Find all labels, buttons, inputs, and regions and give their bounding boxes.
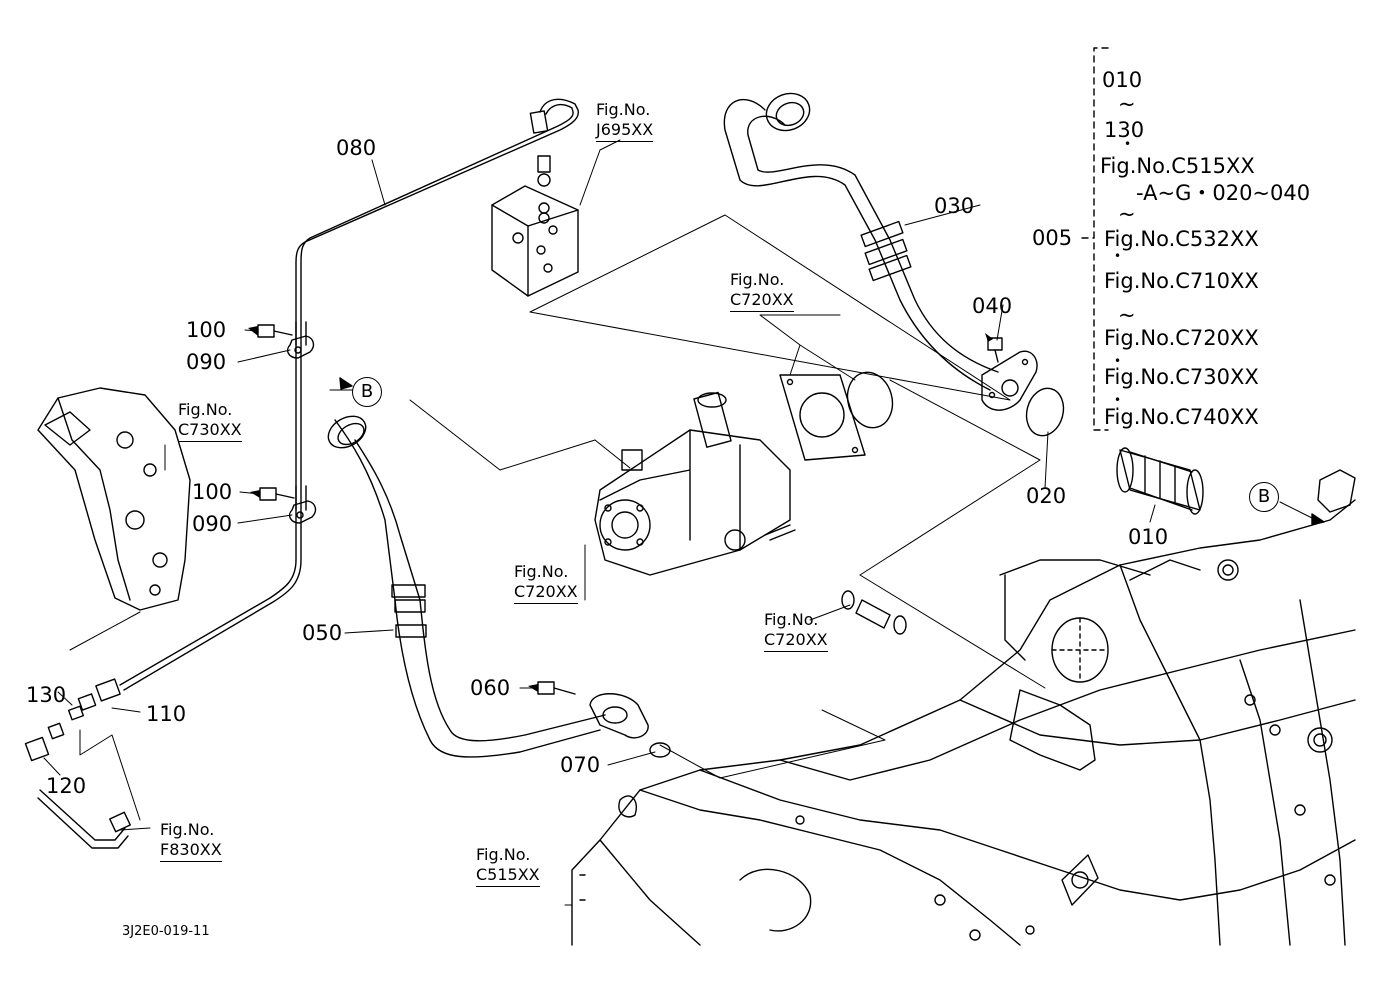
ref-c515-prefix: Fig.No. [476, 845, 531, 864]
gear-case-c730 [37, 387, 191, 611]
assembly-list-line-3: 130 [1104, 118, 1145, 142]
arrows [248, 326, 1325, 692]
assembly-list-line-6: ~ [1118, 202, 1136, 226]
assembly-list-line-2: ~ [1118, 92, 1136, 116]
ref-c720-mid: Fig.No. C720XX [514, 562, 578, 604]
drawing-code: 3J2E0-019-11 [122, 924, 210, 939]
ref-c720-low-code: C720XX [764, 630, 828, 652]
bolt-100-upper [257, 324, 293, 338]
assembly-list-line-4: Fig.No.C515XX [1100, 154, 1255, 178]
ref-c515-code: C515XX [476, 865, 540, 887]
assembly-list-line-1: 010 [1102, 68, 1143, 92]
hose-050 [327, 415, 606, 758]
label-part-090-upper: 090 [186, 350, 227, 374]
pump-assembly [594, 391, 796, 576]
ref-c720-mid-code: C720XX [514, 582, 578, 604]
label-part-100-lower: 100 [192, 480, 233, 504]
list-dot-4: • [1114, 393, 1122, 407]
connector-flange [589, 693, 649, 739]
ref-c720-low-prefix: Fig.No. [764, 610, 819, 629]
ref-c730-code: C730XX [178, 420, 242, 442]
assembly-list-line-7: Fig.No.C532XX [1104, 227, 1259, 251]
ref-j695-prefix: Fig.No. [596, 100, 651, 119]
bolt-060 [537, 681, 576, 695]
label-part-040: 040 [972, 294, 1013, 318]
label-part-005: 005 [1032, 226, 1073, 250]
label-part-070: 070 [560, 753, 601, 777]
label-part-080: 080 [336, 136, 377, 160]
label-part-120: 120 [46, 774, 87, 798]
union-130 [47, 705, 85, 740]
label-part-060: 060 [470, 676, 511, 700]
label-part-010: 010 [1128, 525, 1169, 549]
hose-030 [723, 92, 999, 391]
list-dot-1: • [1124, 137, 1132, 151]
ref-j695-code: J695XX [596, 120, 654, 142]
ref-c720-top-prefix: Fig.No. [730, 270, 785, 289]
ref-j695: Fig.No. J695XX [596, 100, 654, 142]
pipe-080-fitting [529, 110, 551, 224]
valve-block [491, 185, 579, 297]
list-dot-2: • [1114, 249, 1122, 263]
coupler-c720 [841, 590, 907, 635]
leader-lines [43, 139, 1321, 906]
marker-b-left: B [352, 377, 382, 407]
label-part-050: 050 [302, 621, 343, 645]
ref-c720-mid-prefix: Fig.No. [514, 562, 569, 581]
gasket-c720 [779, 374, 866, 461]
marker-b-right: B [1249, 482, 1279, 512]
ref-c515: Fig.No. C515XX [476, 845, 540, 887]
filter-010 [1116, 447, 1204, 515]
ref-f830-code: F830XX [160, 840, 222, 862]
pipe-f830 [37, 789, 131, 849]
label-part-020: 020 [1026, 484, 1067, 508]
label-part-110: 110 [146, 702, 187, 726]
flange-030 [981, 350, 1038, 411]
o-ring-020 [1025, 387, 1065, 437]
label-part-130: 130 [26, 683, 67, 707]
label-part-030: 030 [934, 194, 975, 218]
ref-c720-top-code: C720XX [730, 290, 794, 312]
transmission-housing [571, 469, 1356, 946]
list-bracket [1081, 47, 1109, 431]
assembly-list-line-11: Fig.No.C730XX [1104, 365, 1259, 389]
pipe-080 [119, 98, 579, 691]
ref-c720-low: Fig.No. C720XX [764, 610, 828, 652]
assembly-list-line-5: -A~G・020~040 [1136, 181, 1311, 205]
ref-c730-prefix: Fig.No. [178, 400, 233, 419]
assembly-list-line-8: Fig.No.C710XX [1104, 269, 1259, 293]
list-dot-3: • [1114, 354, 1122, 368]
cap-120 [24, 736, 50, 762]
assembly-list-line-12: Fig.No.C740XX [1104, 405, 1259, 429]
label-part-100-upper: 100 [186, 318, 227, 342]
ref-c720-top: Fig.No. C720XX [730, 270, 794, 312]
fitting-110 [77, 678, 121, 711]
ref-f830: Fig.No. F830XX [160, 820, 222, 862]
ref-c730: Fig.No. C730XX [178, 400, 242, 442]
ref-f830-prefix: Fig.No. [160, 820, 215, 839]
bolt-100-lower [259, 487, 295, 501]
bolt-040 [987, 337, 1003, 363]
assembly-list-line-10: Fig.No.C720XX [1104, 326, 1259, 350]
clamp-090-lower [288, 485, 317, 524]
label-part-090-lower: 090 [192, 512, 233, 536]
assembly-list-line-9: ~ [1118, 303, 1136, 327]
